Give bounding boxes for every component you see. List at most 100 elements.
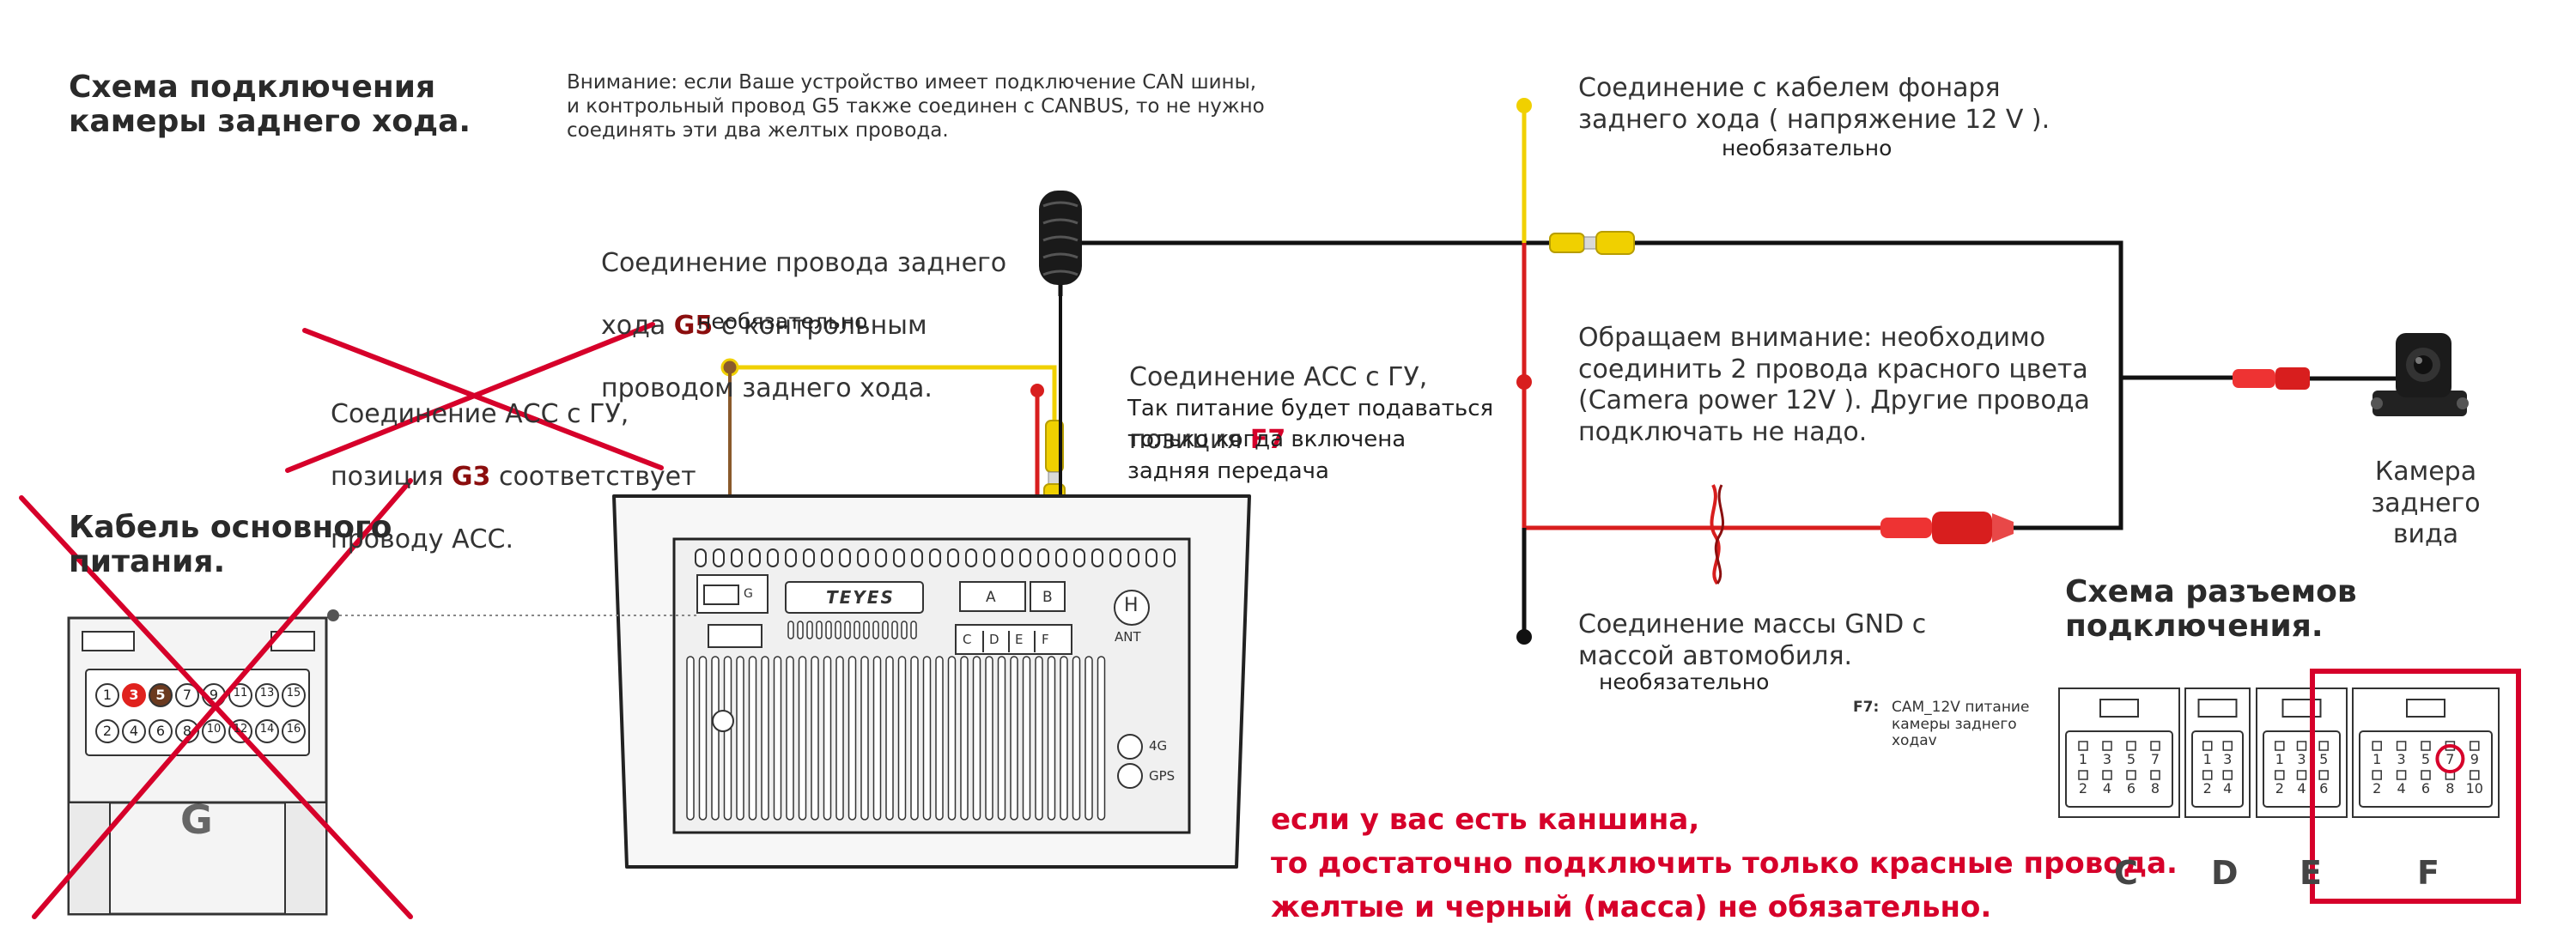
g-pin xyxy=(255,683,279,707)
mid-vents xyxy=(787,621,917,639)
connector-pin xyxy=(2372,770,2382,780)
vent-slot xyxy=(893,548,905,567)
vent-slot xyxy=(803,548,815,567)
vent-slot xyxy=(731,548,743,567)
g-pin-label: 8 xyxy=(182,723,192,739)
vent-slot xyxy=(811,656,819,821)
vent-slot xyxy=(749,548,761,567)
connector-letter-c: C xyxy=(2114,854,2138,892)
vent-slot xyxy=(686,656,695,821)
head-unit-h-label: H xyxy=(1124,595,1139,616)
yellow-inline-connector xyxy=(1549,231,1635,255)
vent-slot xyxy=(863,621,870,639)
vent-slot xyxy=(1055,548,1067,567)
connector-pin-label: 5 xyxy=(2421,751,2431,767)
connector-pin-label: 1 xyxy=(2202,751,2212,767)
vent-slot xyxy=(816,621,823,639)
tail-light-callout: Соединение с кабелем фонаря заднего хода… xyxy=(1578,73,2050,135)
connector-pin xyxy=(2202,770,2213,780)
connector-pin xyxy=(2318,770,2329,780)
reverse-wire-callout: Соединение провода заднего хода G5 с кон… xyxy=(601,216,1006,436)
vent-slot xyxy=(839,548,851,567)
g-pin-label: 16 xyxy=(286,723,301,736)
connector-tab xyxy=(2099,699,2139,718)
connector-pin xyxy=(2421,770,2431,780)
vent-slot xyxy=(983,548,995,567)
f7-note-text: CAM_12V питание камеры заднего ходаv xyxy=(1892,699,2030,750)
vent-slot xyxy=(901,621,908,639)
acc-crossed-line1: Соединение АСС с ГУ, xyxy=(331,398,629,429)
connector-pin xyxy=(2078,741,2088,751)
canbus-red-message: если у вас есть каншина, то достаточно п… xyxy=(1271,803,2178,924)
reverse-wire-line3: проводом заднего хода. xyxy=(601,373,933,403)
head-unit-port-a: A xyxy=(986,589,996,606)
vent-slot xyxy=(821,548,833,567)
rear-camera xyxy=(2371,333,2469,416)
connector-pin xyxy=(2372,741,2382,751)
vent-slot xyxy=(806,621,813,639)
vent-slot xyxy=(872,656,882,821)
vent-slot xyxy=(797,621,804,639)
head-unit-brand: TEYES xyxy=(826,587,895,608)
vent-slot xyxy=(761,656,769,821)
reverse-wire-optional: необязательно xyxy=(697,309,868,334)
reverse-wire-prefix: хода xyxy=(601,310,674,341)
vent-slot xyxy=(1127,548,1139,567)
connector-pin-label: 3 xyxy=(2102,751,2112,767)
vent-slot xyxy=(1035,656,1043,821)
vent-slot xyxy=(798,656,807,821)
vent-slot xyxy=(922,656,932,821)
vent-slot xyxy=(885,656,894,821)
connector-pin-label: 5 xyxy=(2126,751,2136,767)
connector-pin-label: 3 xyxy=(2397,751,2406,767)
connector-pin-label: 3 xyxy=(2223,751,2233,767)
g-pin-label: 9 xyxy=(209,687,219,703)
vent-slot xyxy=(1145,548,1157,567)
g-pin-label: 13 xyxy=(259,687,275,700)
vent-slot xyxy=(972,656,981,821)
reverse-wire-suffix: с контрольным xyxy=(713,310,927,341)
g-pin xyxy=(149,719,173,743)
vent-slot xyxy=(911,548,923,567)
red-twisted-wire xyxy=(1710,484,1724,585)
g-pin-label: 5 xyxy=(155,687,166,703)
acc-f7-callout: Соединение АСС с ГУ, позиция F7 xyxy=(1129,330,1427,488)
f7-pin-highlight xyxy=(2435,744,2465,773)
connector-pin xyxy=(2396,770,2407,780)
connector-pin-label: 7 xyxy=(2150,751,2160,767)
connector-tab xyxy=(2406,699,2445,718)
acc-crossed-line2: позиция G3 соответствует xyxy=(331,462,696,494)
vent-slot xyxy=(960,656,969,821)
acc-f7-line2: позиция F7 xyxy=(1129,425,1427,457)
g-pin-label: 15 xyxy=(286,687,301,700)
vent-slot xyxy=(1037,548,1049,567)
red-acc-terminal xyxy=(1030,384,1044,397)
vent-slot xyxy=(1097,656,1106,821)
gnd-optional: необязательно xyxy=(1599,669,1770,694)
vent-slot xyxy=(857,548,869,567)
vent-slot xyxy=(1022,656,1031,821)
vent-slot xyxy=(844,621,851,639)
vent-slot xyxy=(965,548,977,567)
connectors-title: Схема разъемов подключения. xyxy=(2065,574,2357,644)
connector-pin-label: 5 xyxy=(2319,751,2329,767)
head-unit-port-d: D xyxy=(989,632,999,647)
g-pin-label: 10 xyxy=(206,723,222,736)
vent-slot xyxy=(872,621,879,639)
head-unit-port-e: E xyxy=(1015,632,1024,647)
connector-pin-label: 4 xyxy=(2297,780,2306,797)
gnd-callout: Соединение массы GND с массой автомобиля… xyxy=(1578,609,1927,671)
connector-pin-label: 2 xyxy=(2202,780,2212,797)
vent-slot xyxy=(1047,656,1056,821)
acc-f7-note: Так питание будет подаваться только когд… xyxy=(1127,396,1494,484)
vent-slot xyxy=(910,656,919,821)
g-pin xyxy=(175,683,199,707)
head-unit-ant-label: ANT xyxy=(1115,629,1141,645)
reverse-wire-line2: хода G5 с контрольным xyxy=(601,311,1006,342)
g-pin xyxy=(282,719,306,743)
connector-pin xyxy=(2222,770,2233,780)
g-pin xyxy=(122,683,146,707)
connector-pin xyxy=(2396,741,2407,751)
vent-slot xyxy=(897,656,907,821)
